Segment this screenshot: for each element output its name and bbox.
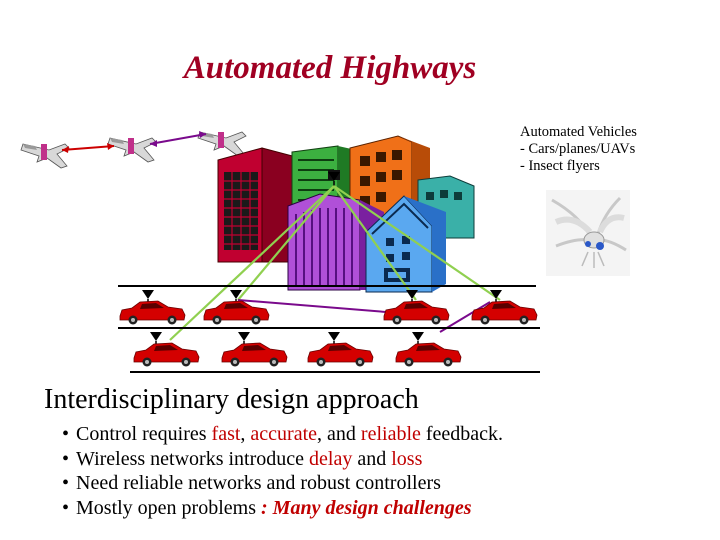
bullet-list: Control requires fast, accurate, and rel… — [76, 423, 503, 521]
car-icon — [134, 343, 199, 367]
car-icon — [120, 301, 185, 325]
plane-icon — [198, 132, 246, 156]
cars-lane-1 — [120, 301, 537, 325]
highway-illustration — [0, 0, 720, 380]
bullet-item-4: Mostly open problems : Many design chall… — [76, 497, 503, 522]
plane-link — [150, 134, 206, 144]
plane-link — [62, 146, 114, 150]
car-icon — [472, 301, 537, 325]
bullet-item-2: Wireless networks introduce delay and lo… — [76, 448, 503, 473]
car-icon — [308, 343, 373, 367]
bullet-item-1: Control requires fast, accurate, and rel… — [76, 423, 503, 448]
plane-icon — [108, 138, 156, 162]
car-icon — [396, 343, 461, 367]
planes — [21, 131, 246, 168]
car-icon — [222, 343, 287, 367]
car-icon — [204, 301, 269, 325]
cars-lane-2 — [134, 343, 461, 367]
section-heading: Interdisciplinary design approach — [44, 384, 419, 416]
insect-flyer-image — [546, 190, 630, 276]
bullet-item-3: Need reliable networks and robust contro… — [76, 472, 503, 497]
city-buildings — [218, 136, 474, 292]
car-icon — [384, 301, 449, 325]
plane-icon — [21, 144, 69, 168]
